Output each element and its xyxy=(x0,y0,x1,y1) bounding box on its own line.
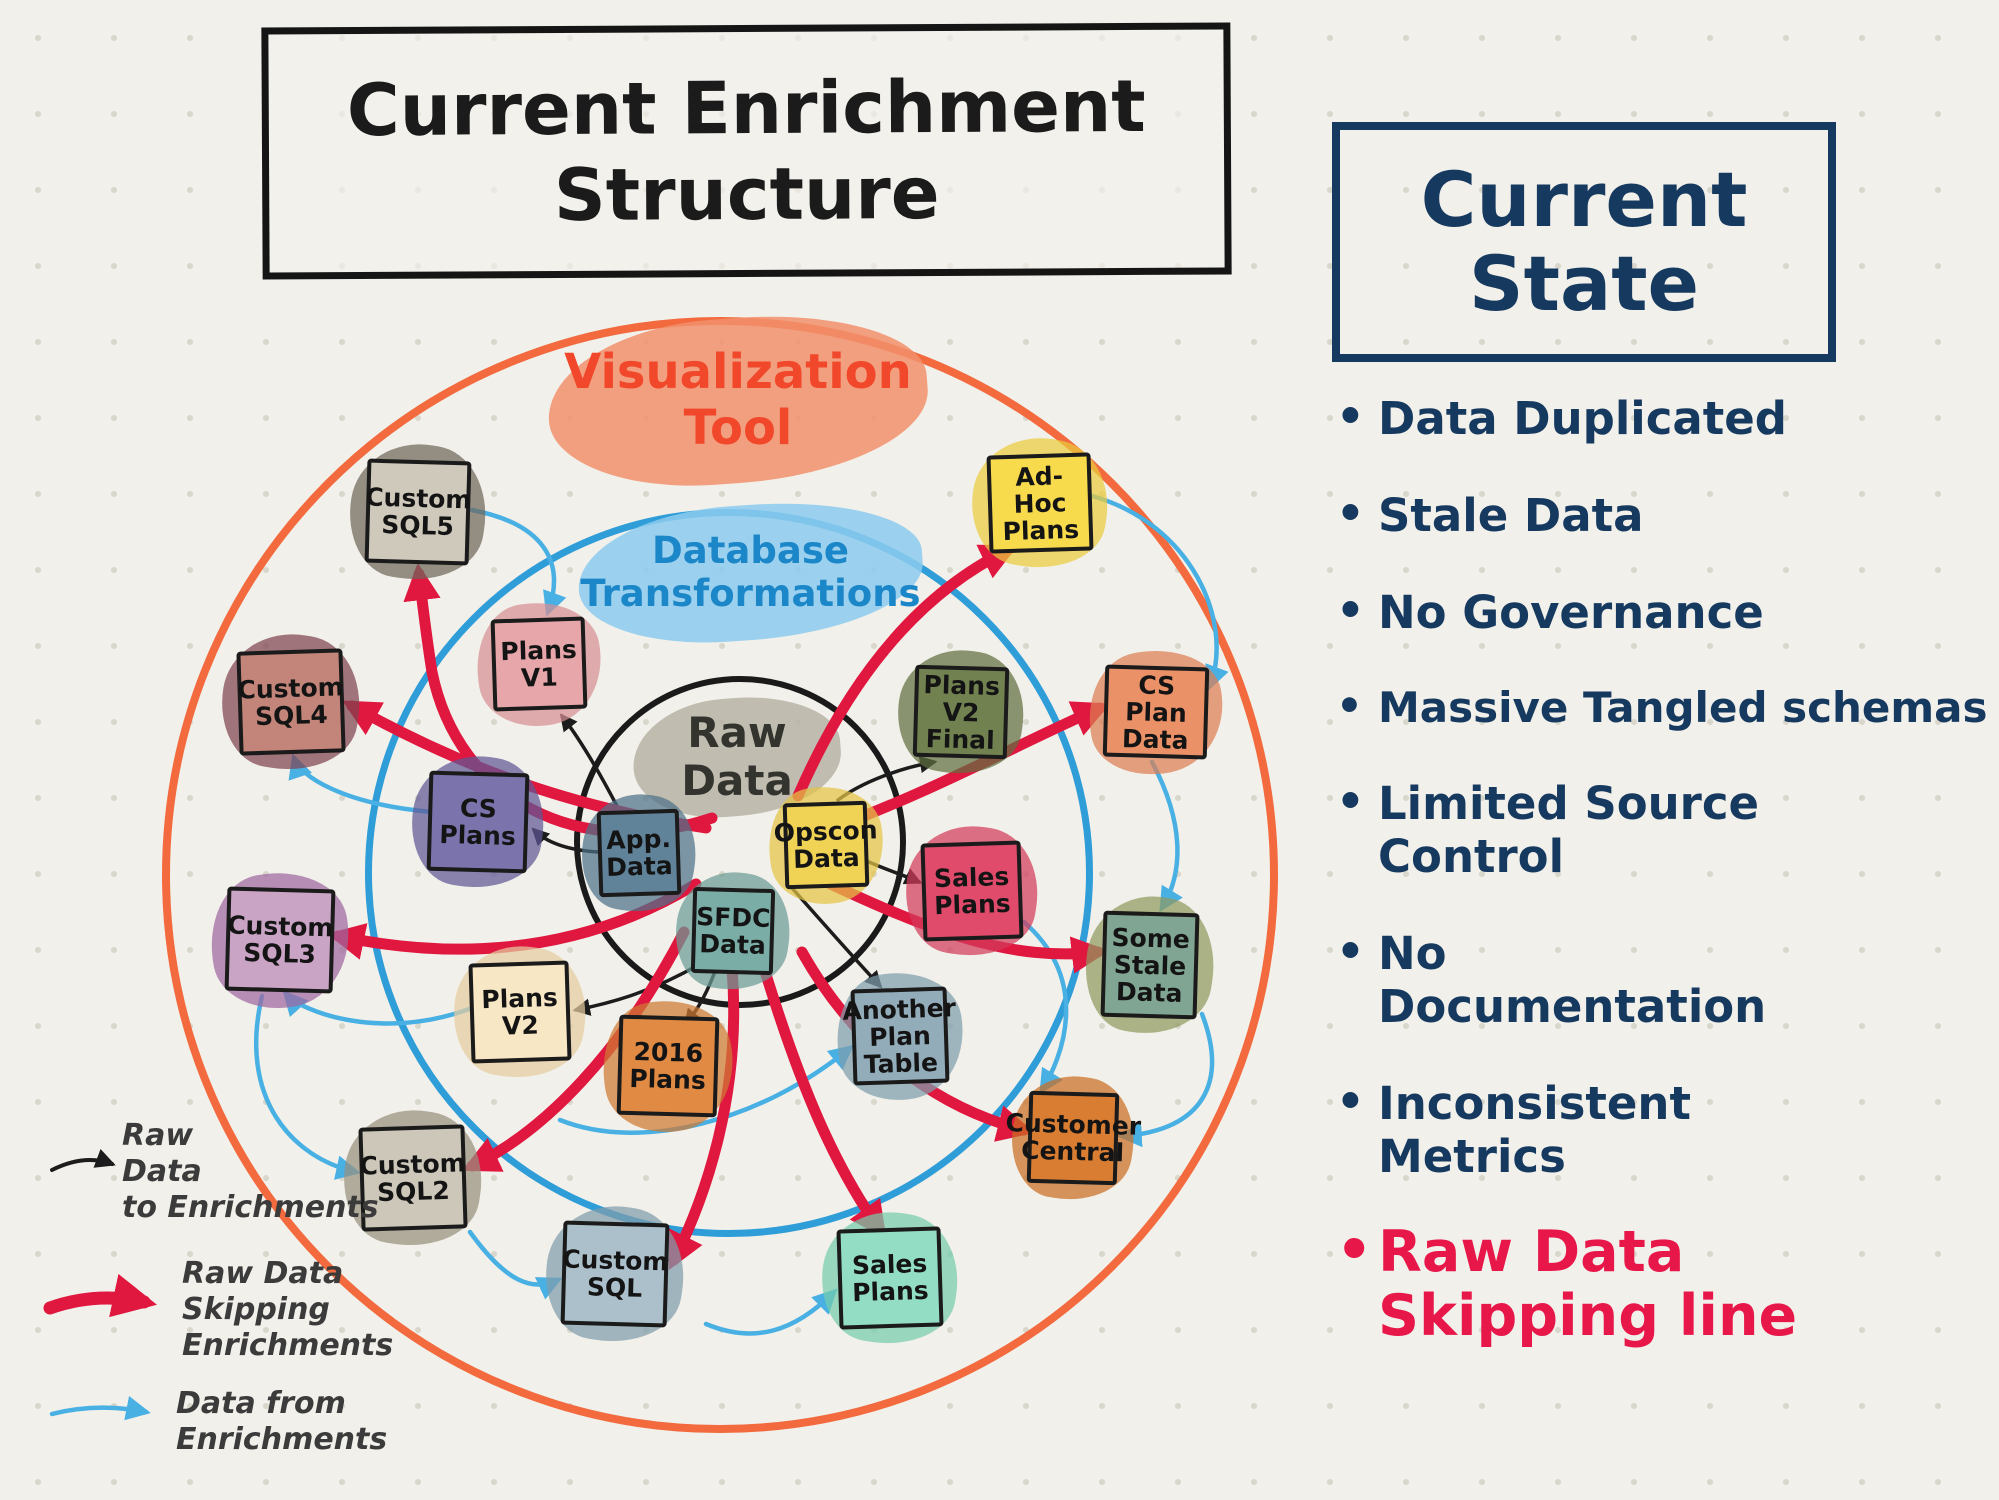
node-label: Customer Central xyxy=(1005,1090,1142,1186)
node-cs-plan-data: CS Plan Data xyxy=(1077,638,1235,786)
node-another-plan-table: Another Plan Table xyxy=(824,960,976,1112)
node-label: Plans V2 xyxy=(468,960,572,1064)
node-label: Plans V2 Final xyxy=(912,664,1010,760)
node-plans-v1: Plans V1 xyxy=(465,591,613,737)
node-sfdc-data: SFDC Data xyxy=(667,863,799,999)
node-label: Custom SQL5 xyxy=(364,458,472,566)
node-label: Sales Plans xyxy=(920,840,1024,942)
legend-black-thin-arrow xyxy=(50,1149,116,1172)
node-label: Ad-Hoc Plans xyxy=(986,452,1094,554)
node-plans-v2-final: Plans V2 Final xyxy=(889,640,1033,784)
legend-blue-thin-arrow xyxy=(49,1395,151,1421)
node-cs-plans: CS Plans xyxy=(402,746,554,898)
node-label: Opscon Data xyxy=(773,800,878,890)
node-customer-central: Customer Central xyxy=(1003,1067,1143,1209)
legend-red-thick-arrow xyxy=(43,1273,157,1318)
node-label: Custom SQL xyxy=(560,1220,670,1328)
node-opscon-data: Opscon Data xyxy=(757,776,895,914)
node-custom-sql5: Custom SQL5 xyxy=(340,434,496,590)
node-label: Plans V1 xyxy=(490,616,588,712)
node-label: CS Plan Data xyxy=(1102,664,1210,760)
node-2016-plans: 2016 Plans xyxy=(590,988,746,1144)
node-custom-sql3: Custom SQL3 xyxy=(198,859,362,1021)
node-label: SFDC Data xyxy=(690,886,776,976)
list-item: Raw Data Skipping line xyxy=(1336,1219,1991,1349)
legend-data-from-enrichments: Data from Enrichments xyxy=(176,1386,388,1457)
node-ad-hoc-plans: Ad-Hoc Plans xyxy=(962,428,1118,578)
legend-raw-data-skipping-enrichments: Raw Data Skipping Enrichments xyxy=(182,1256,394,1363)
node-label: 2016 Plans xyxy=(616,1014,720,1118)
ring-label-text: Visualization Tool xyxy=(564,344,912,456)
label-database-transformations: Database Transformations xyxy=(573,493,928,652)
list-item: Limited Source Control xyxy=(1336,775,1991,883)
ring-label-text: Raw Data xyxy=(681,707,793,805)
node-sales-plans-teal: Sales Plans xyxy=(812,1202,968,1354)
node-some-stale-data: Some Stale Data xyxy=(1075,886,1225,1044)
node-plans-v2: Plans V2 xyxy=(444,936,596,1088)
node-label: Another Plan Table xyxy=(842,986,956,1086)
node-sales-plans-red: Sales Plans xyxy=(896,816,1048,966)
list-item: Data Duplicated xyxy=(1336,390,1991,445)
node-label: Sales Plans xyxy=(836,1226,944,1330)
list-item: Massive Tangled schemas xyxy=(1336,681,1991,733)
node-custom-sql4: Custom SQL4 xyxy=(212,624,370,780)
node-label: Custom SQL4 xyxy=(236,648,346,756)
node-label: Some Stale Data xyxy=(1100,910,1200,1020)
node-label: CS Plans xyxy=(426,770,530,874)
current-state-title: Current State xyxy=(1332,122,1836,362)
list-item: Stale Data xyxy=(1336,487,1991,542)
node-label: App. Data xyxy=(596,808,682,898)
legend-raw-data-to-enrichments: Raw Data to Enrichments xyxy=(122,1118,379,1225)
page-title: Current Enrichment Structure xyxy=(261,22,1232,280)
list-item: Inconsistent Metrics xyxy=(1336,1075,1991,1183)
node-custom-sql: Custom SQL xyxy=(536,1196,694,1352)
ring-label-text: Database Transformations xyxy=(580,528,921,615)
current-state-list: Data Duplicated Stale Data No Governance… xyxy=(1336,390,1991,1393)
label-visualization-tool: Visualization Tool xyxy=(542,304,934,497)
node-label: Custom SQL3 xyxy=(224,886,336,994)
list-item: No Governance xyxy=(1336,584,1991,639)
list-item: No Documentation xyxy=(1336,925,1991,1033)
node-app-data: App. Data xyxy=(573,785,705,921)
